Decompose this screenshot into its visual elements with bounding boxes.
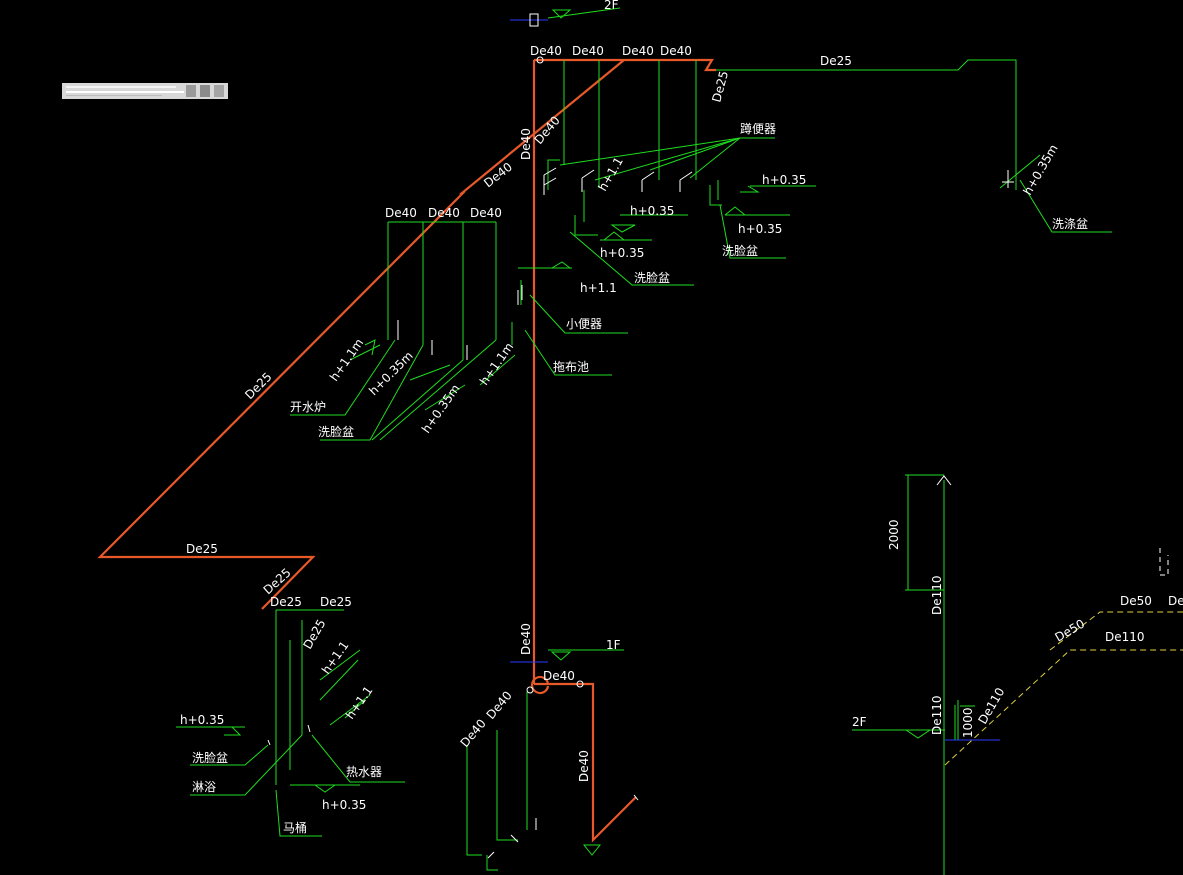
label-boiler: 开水炉: [290, 400, 326, 414]
label-de40-bottom-center: De40: [543, 669, 575, 683]
label-de-cut: De: [1168, 594, 1183, 608]
main-supply-pipes: [97, 58, 716, 843]
label-de110-b: De110: [930, 695, 944, 735]
label-de40-left1: De40: [385, 206, 417, 220]
label-laundry-tub: 洗涤盆: [1052, 217, 1088, 231]
label-de40-c: De40: [622, 44, 654, 58]
pipe-size-labels: 2F De40 De40 De40 De40 De25 De25 De40 De…: [186, 0, 1183, 782]
drain-lines: [936, 475, 1183, 766]
label-h035m-b: h+0.35m: [366, 349, 416, 399]
label-h035-d: h+0.35: [600, 246, 644, 260]
label-washbasin-3: 洗脸盆: [318, 425, 354, 439]
label-de40-vert1: De40: [519, 128, 533, 160]
label-h035-c: h+0.35: [738, 222, 782, 236]
label-de50-a: De50: [1120, 594, 1152, 608]
label-1f: 1F: [606, 638, 621, 652]
label-de40-diag: De40: [532, 113, 563, 146]
label-de50-b: De50: [1053, 617, 1088, 645]
label-washbasin-2: 洗脸盆: [634, 271, 670, 285]
label-urinal: 小便器: [566, 317, 602, 331]
label-de110-d: De110: [975, 685, 1007, 726]
label-de110-c: De110: [1105, 630, 1145, 644]
label-h035m-a: h+0.35m: [1020, 142, 1060, 198]
label-h035m-c: h+0.35m: [419, 382, 463, 436]
label-de40-main-low: De40: [519, 623, 533, 655]
branch-pipes: [275, 59, 1017, 875]
label-water-heater: 热水器: [346, 765, 382, 779]
label-2f-right: 2F: [852, 715, 867, 729]
label-h11-a: h+1.1: [595, 155, 625, 194]
label-squat-toilet: 蹲便器: [740, 122, 776, 136]
label-washbasin-1: 洗脸盆: [722, 244, 758, 258]
fixture-symbols: [267, 13, 1014, 859]
label-h11-d: h+1.1: [343, 684, 376, 722]
label-de40-d: De40: [660, 44, 692, 58]
label-de25-horiz: De25: [186, 542, 218, 556]
label-washbasin-4: 洗脸盆: [192, 751, 228, 765]
label-dim-2000: 2000: [887, 519, 901, 550]
fixture-labels: 蹲便器 h+0.35 h+1.1 h+0.35 h+0.35 h+0.35 洗脸…: [180, 122, 1088, 835]
label-h035-e: h+0.35: [180, 713, 224, 727]
title-block-logo: [62, 83, 228, 99]
label-de25-low1: De25: [270, 595, 302, 609]
label-h035-f: h+0.35: [322, 798, 366, 812]
label-dim-1000: 1000: [961, 707, 975, 738]
label-de40-left2: De40: [428, 206, 460, 220]
label-de40-left3: De40: [470, 206, 502, 220]
label-de40-b: De40: [572, 44, 604, 58]
label-2f-top: 2F: [604, 0, 619, 12]
label-de40-a: De40: [530, 44, 562, 58]
label-mop-sink: 拖布池: [553, 360, 589, 374]
label-de40-bl2: De40: [484, 688, 515, 721]
label-h035-a: h+0.35: [762, 173, 806, 187]
label-de25-top: De25: [820, 54, 852, 68]
label-h11-c: h+1.1: [319, 639, 352, 677]
label-de25-low2: De25: [320, 595, 352, 609]
label-h11m-a: h+1.1m: [327, 336, 366, 384]
annotation-leaders: [176, 7, 1112, 856]
label-de40-bl1: De40: [458, 716, 489, 749]
label-shower: 淋浴: [192, 780, 216, 794]
label-de25-riser: De25: [709, 69, 731, 103]
label-toilet: 马桶: [283, 820, 307, 835]
label-de25-low-vert: De25: [300, 617, 328, 652]
label-h035-b: h+0.35: [630, 204, 674, 218]
label-de110-a: De110: [930, 575, 944, 615]
level-lines: [510, 19, 1000, 741]
label-de40-right-low: De40: [577, 750, 591, 782]
label-h11m-b: h+1.1m: [477, 340, 516, 388]
label-h11-b: h+1.1: [580, 281, 617, 295]
